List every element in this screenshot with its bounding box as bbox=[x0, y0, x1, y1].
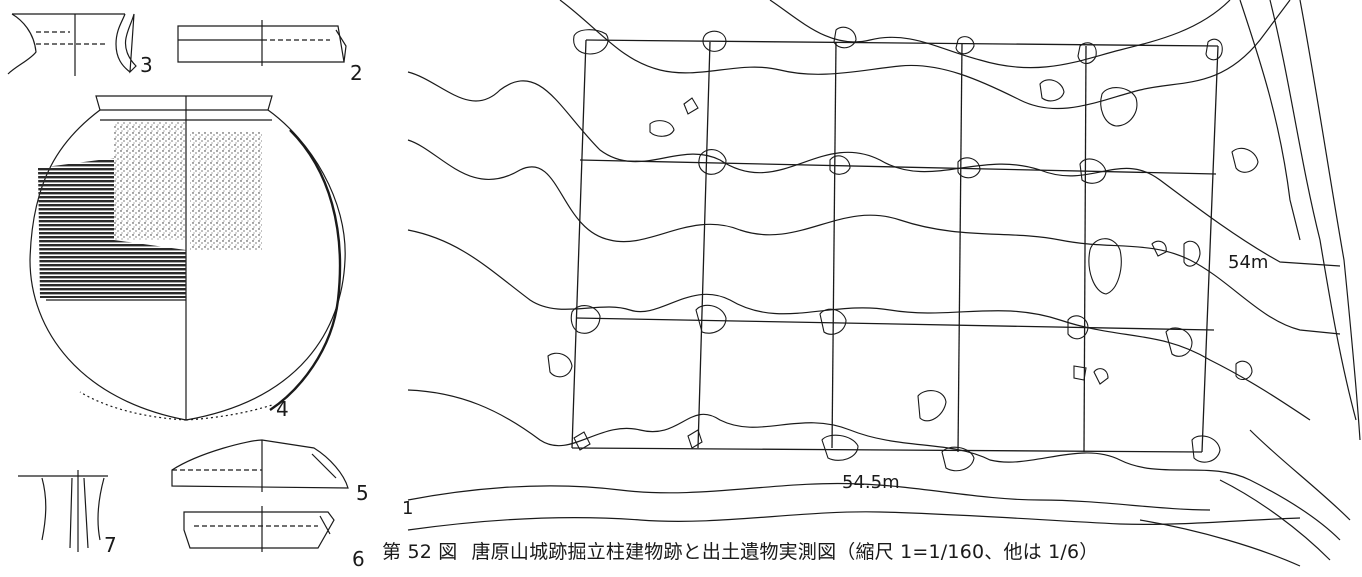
post-grid bbox=[571, 39, 1219, 453]
artifact-label-2: 2 bbox=[350, 61, 363, 85]
artifact-2-drawing bbox=[177, 20, 347, 66]
building-plan bbox=[407, 0, 1361, 567]
contour-label-54-5m: 54.5m bbox=[842, 472, 900, 493]
artifact-label-7: 7 bbox=[104, 533, 117, 557]
plan-label-1: 1 bbox=[402, 498, 413, 519]
artifact-7-drawing bbox=[18, 470, 108, 552]
figure-title: 唐原山城跡掘立柱建物跡と出土遺物実測図（縮尺 1=1/160、他は 1/6） bbox=[471, 541, 1099, 563]
contour-lines bbox=[407, 0, 1361, 567]
figure-number: 第 52 図 bbox=[382, 541, 458, 563]
artifact-label-4: 4 bbox=[276, 397, 289, 421]
artifact-3-drawing bbox=[7, 13, 137, 76]
figure-caption: 第 52 図唐原山城跡掘立柱建物跡と出土遺物実測図（縮尺 1=1/160、他は … bbox=[382, 537, 1342, 569]
artifact-label-3: 3 bbox=[140, 53, 153, 77]
artifact-label-5: 5 bbox=[356, 481, 369, 505]
contour-label-54m: 54m bbox=[1228, 252, 1268, 273]
artifact-6-drawing bbox=[183, 506, 335, 552]
artifact-5-drawing bbox=[171, 439, 349, 492]
post-holes bbox=[547, 26, 1259, 472]
artifact-label-6: 6 bbox=[352, 547, 365, 571]
